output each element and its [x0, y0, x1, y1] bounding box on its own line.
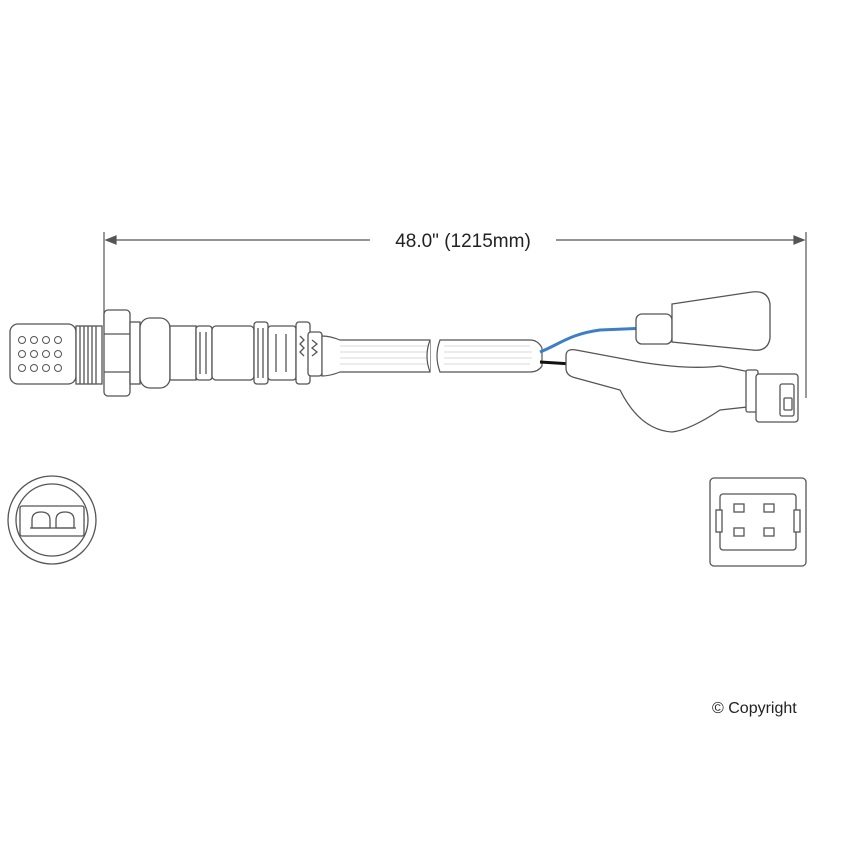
- end-view-sensor-icon: [7, 475, 97, 565]
- end-view-connector-icon: [709, 477, 807, 567]
- dimension-line: [103, 232, 807, 398]
- sensor-body: [9, 309, 323, 397]
- main-connector: [565, 348, 799, 433]
- connector-plug-icon: [635, 291, 771, 351]
- sensor-threads: [75, 325, 103, 385]
- braided-cable-right: [436, 339, 543, 373]
- dimension-label: 48.0" (1215mm): [395, 231, 531, 252]
- sensor-tip-icon: [9, 323, 77, 385]
- braided-cable-left: [321, 335, 431, 377]
- copyright-text: © Copyright: [712, 700, 797, 717]
- blue-wire: [539, 326, 651, 354]
- sensor-hex-nut: [103, 309, 131, 397]
